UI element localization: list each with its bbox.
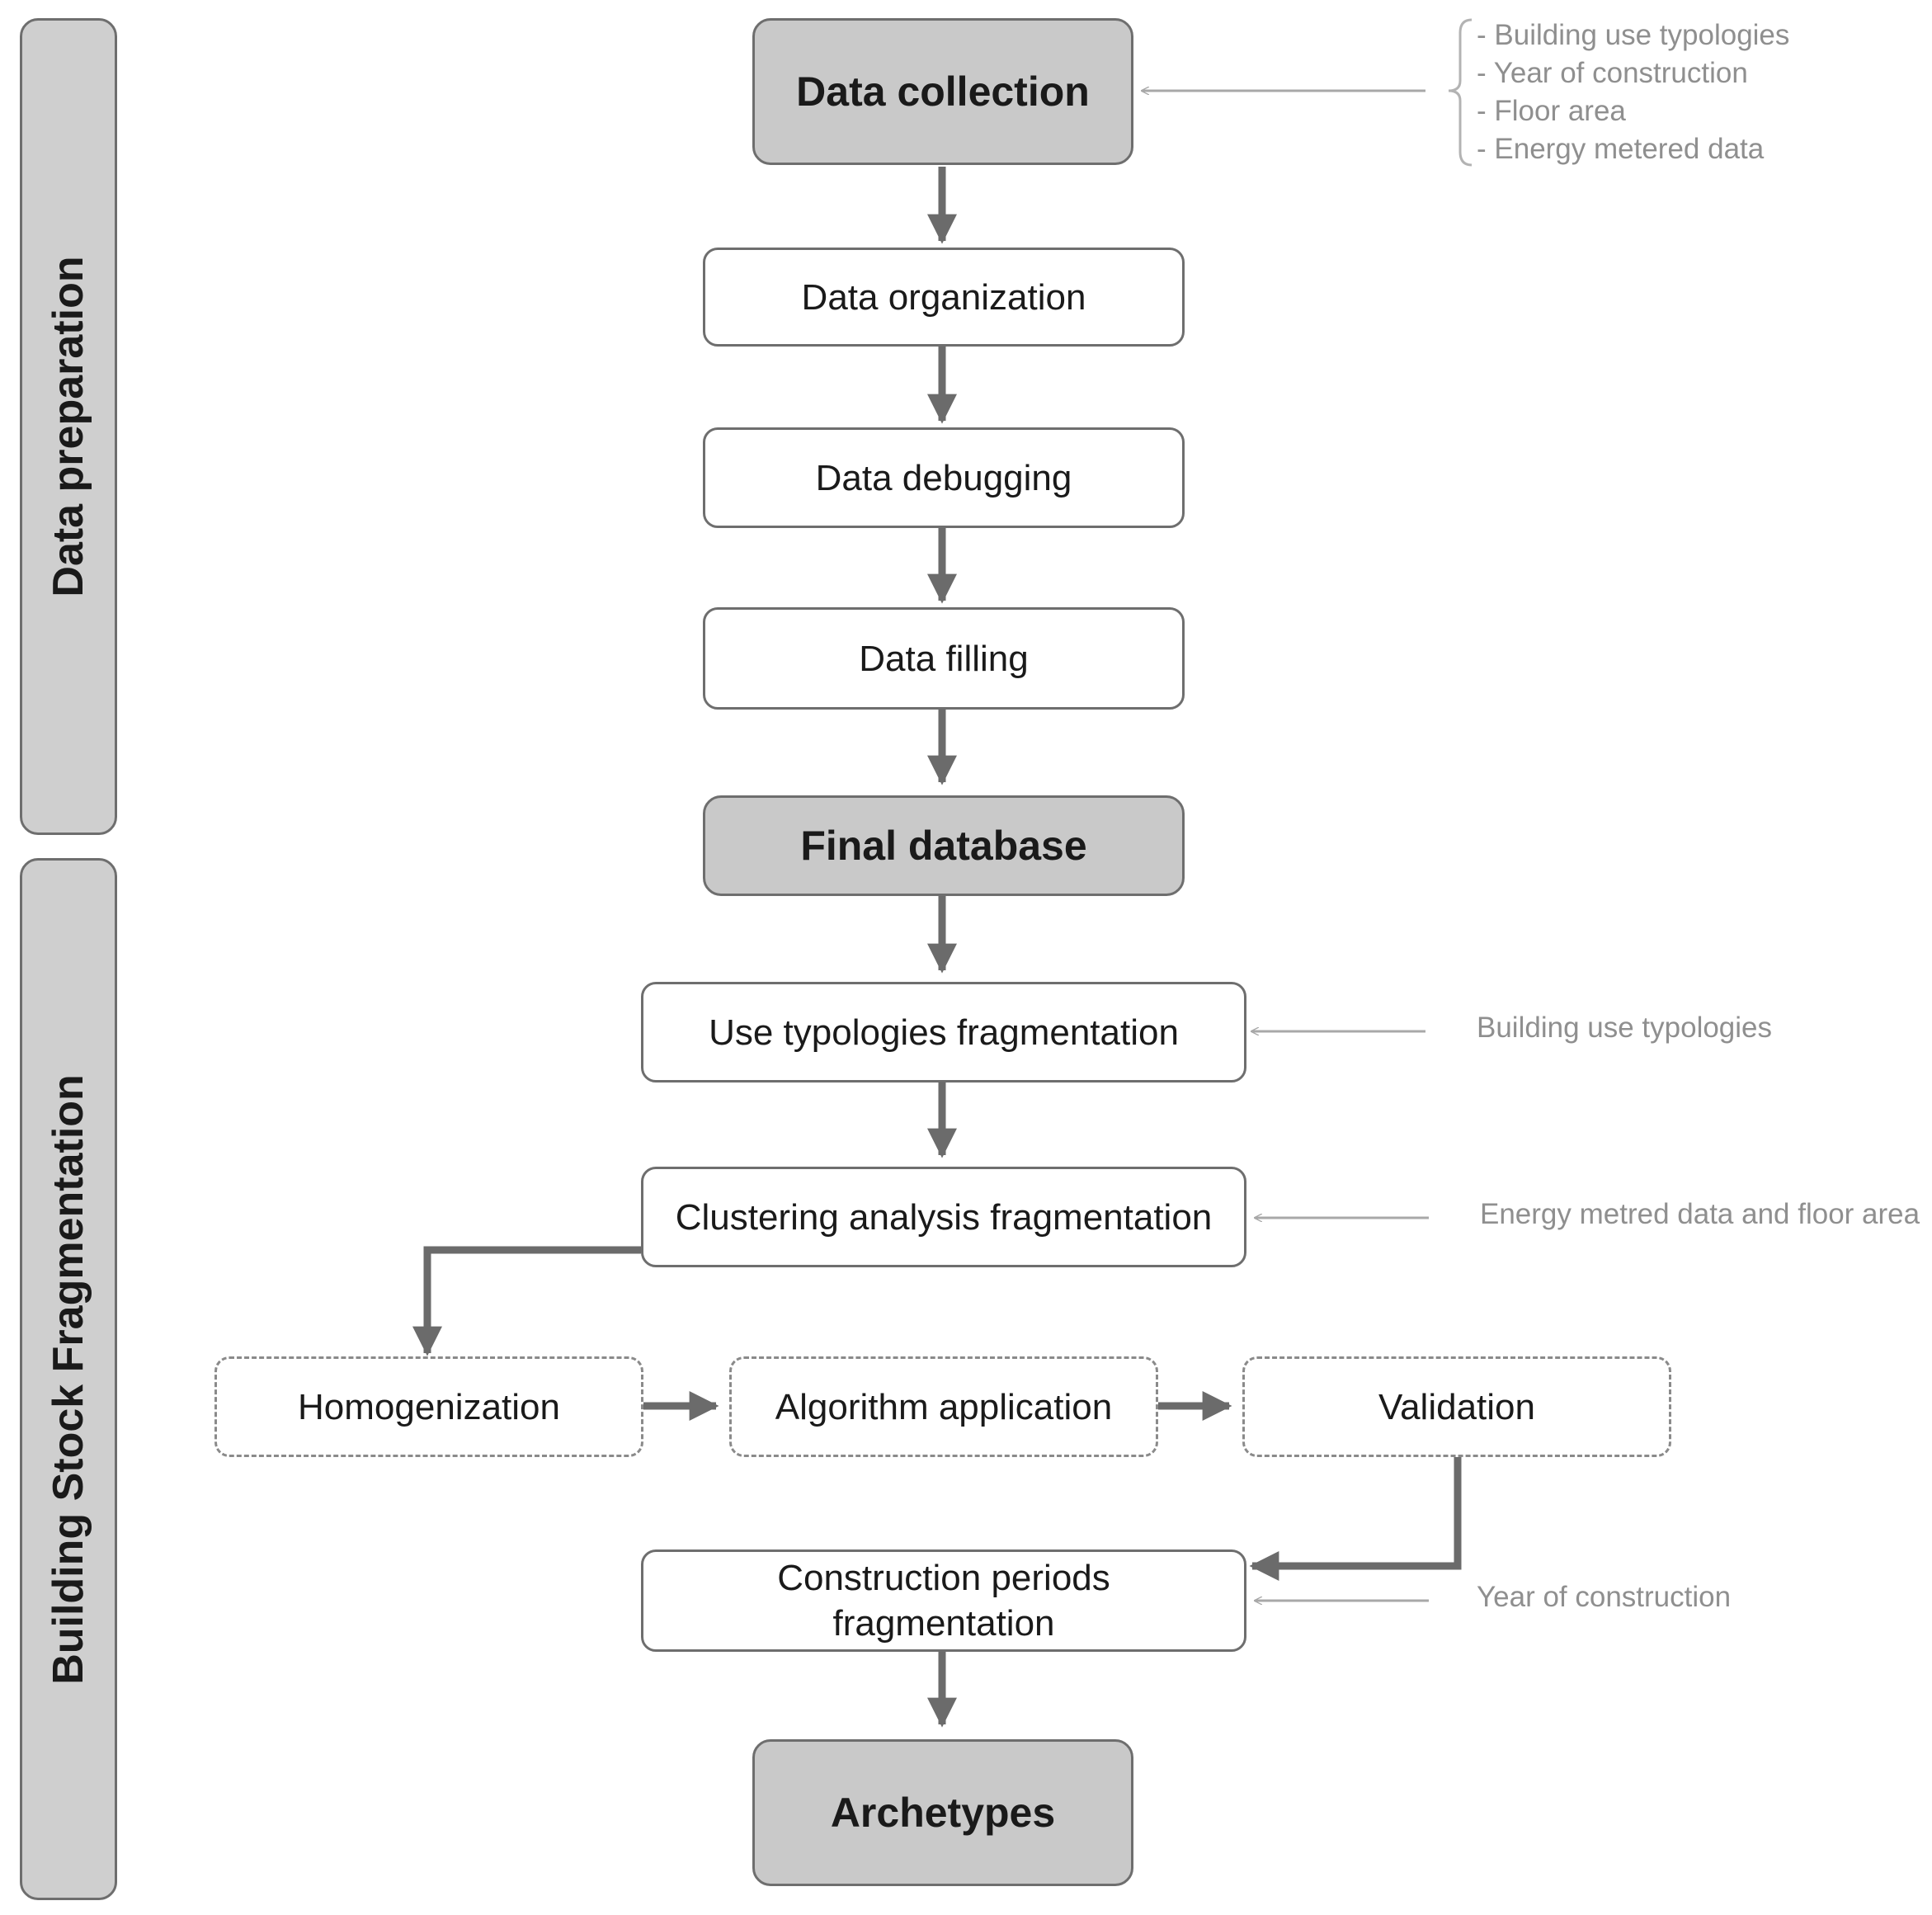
construction-periods-line-2: fragmentation	[832, 1603, 1055, 1644]
step-data-debugging: Data debugging	[703, 427, 1185, 528]
data-collection-inputs: - Building use typologies - Year of cons…	[1477, 17, 1789, 168]
step-algorithm-application: Algorithm application	[729, 1356, 1158, 1457]
construction-periods-line-1: Construction periods	[777, 1558, 1110, 1598]
input-item: - Year of construction	[1477, 57, 1748, 89]
arrow-clustering-to-homogenization	[412, 1246, 641, 1356]
construction-input: Year of construction	[1477, 1581, 1732, 1613]
step-construction-periods-fragmentation: Construction periods fragmentation	[641, 1549, 1246, 1652]
step-final-database: Final database	[703, 795, 1185, 896]
use-typologies-input: Building use typologies	[1477, 1012, 1773, 1044]
step-validation: Validation	[1242, 1356, 1671, 1457]
input-brace	[1448, 18, 1473, 167]
input-item: - Building use typologies	[1477, 19, 1790, 51]
step-clustering-analysis-fragmentation: Clustering analysis fragmentation	[641, 1167, 1246, 1267]
step-use-typologies-fragmentation: Use typologies fragmentation	[641, 982, 1246, 1082]
phase-data-preparation: Data preparation	[20, 18, 117, 835]
step-data-filling: Data filling	[703, 607, 1185, 710]
phase-building-stock-fragmentation: Building Stock Fragmentation	[20, 858, 117, 1900]
step-data-organization: Data organization	[703, 248, 1185, 347]
step-archetypes: Archetypes	[752, 1739, 1133, 1886]
clustering-input: Energy metred data and floor area	[1480, 1198, 1920, 1230]
arrow-validation-to-construction	[1249, 1457, 1462, 1581]
step-data-collection: Data collection	[752, 18, 1133, 165]
step-homogenization: Homogenization	[214, 1356, 643, 1457]
input-item: - Energy metered data	[1477, 133, 1765, 165]
input-item: - Floor area	[1477, 95, 1626, 127]
